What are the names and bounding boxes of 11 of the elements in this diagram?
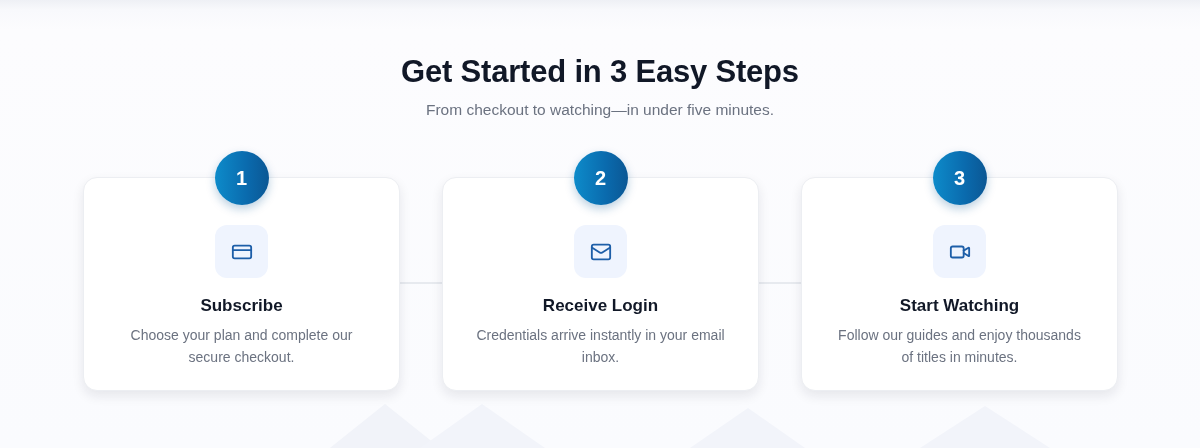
step-title: Receive Login — [542, 295, 659, 317]
step-description: Credentials arrive instantly in your email inbox. — [475, 326, 726, 367]
section-title: Get Started in 3 Easy Steps — [401, 53, 799, 91]
section-subtitle: From checkout to watching—in under five minutes. — [425, 100, 774, 120]
step-description: Choose your plan and complete our secure checkout. — [129, 326, 354, 367]
step-number-badge: 3 — [932, 151, 987, 205]
step-title: Subscribe — [200, 295, 283, 317]
step-description: Follow our guides and enjoy thousands of titles in minutes. — [837, 326, 1082, 367]
step-number-badge: 1 — [214, 151, 269, 205]
step-title: Start Watching — [899, 295, 1020, 317]
step-number-badge: 2 — [573, 151, 628, 205]
